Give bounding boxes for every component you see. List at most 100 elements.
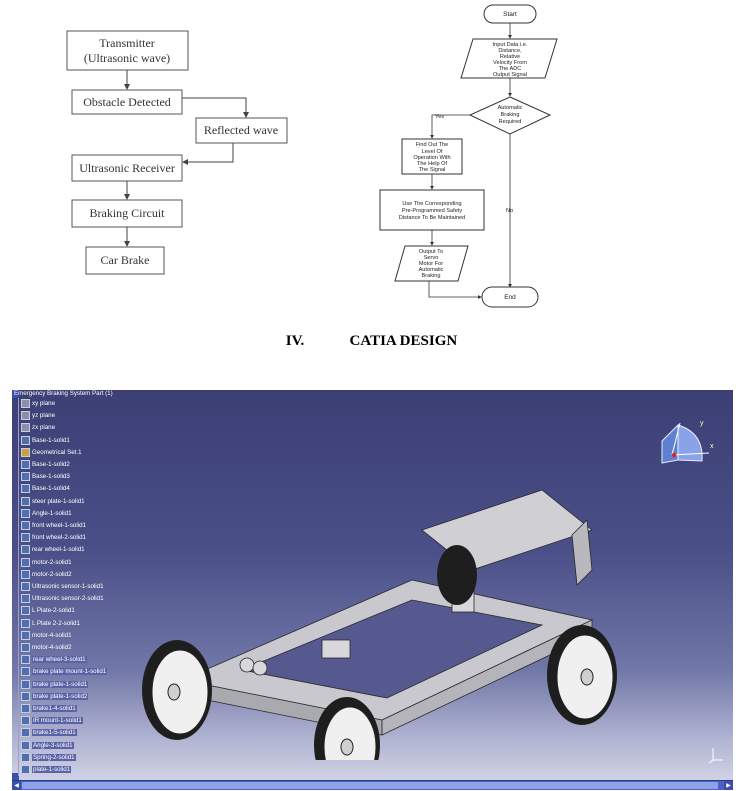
- tree-item[interactable]: steer plate-1-solid1: [21, 496, 85, 507]
- find-line-1: Find Out The: [416, 142, 449, 148]
- flowchart: Start Input Data i.e. Distance, Relative…: [379, 4, 558, 308]
- tree-item-label: brake plate-1-solid1: [32, 680, 89, 688]
- reflected-box: [195, 117, 288, 144]
- body-icon: [21, 728, 30, 738]
- tree-item[interactable]: plate-1-solid1: [21, 764, 72, 775]
- section-heading: IV. CATIA DESIGN: [0, 333, 743, 350]
- scroll-right-arrow-icon[interactable]: ▶: [724, 781, 733, 790]
- tree-item[interactable]: L Plate-2-solid1: [21, 605, 75, 616]
- tree-item[interactable]: rear wheel-1-solid1: [21, 544, 85, 555]
- scroll-left-arrow-icon[interactable]: ◀: [12, 781, 21, 790]
- transmitter-label-2: (Ultrasonic wave): [84, 51, 170, 65]
- wheel-rear-right: [547, 625, 617, 725]
- braking-label: Braking Circuit: [90, 206, 166, 220]
- plane-icon: [21, 411, 30, 421]
- scrollbar-thumb[interactable]: [22, 782, 718, 789]
- tree-item[interactable]: Base-1-solid2: [21, 459, 70, 470]
- tree-item[interactable]: motor-4-solid2: [21, 642, 72, 653]
- tree-item[interactable]: brake1-4-solid1: [21, 703, 77, 714]
- vehicle-3d-model[interactable]: [122, 460, 642, 760]
- tree-item[interactable]: rear wheel-3-solid1: [21, 654, 87, 665]
- start-label: Start: [503, 11, 517, 18]
- find-line-3: Operation With: [413, 155, 450, 161]
- tree-item[interactable]: motor-4-solid1: [21, 630, 72, 641]
- input-line-5: The ADC: [499, 66, 522, 72]
- horizontal-scrollbar[interactable]: ◀ ▶: [12, 780, 733, 790]
- section-title: CATIA DESIGN: [349, 333, 458, 349]
- end-terminal: [481, 286, 539, 308]
- tree-item-label: Ultrasonic sensor-2-solid1: [32, 595, 104, 603]
- decision-line-2: Braking: [501, 112, 520, 118]
- decision-line-1: Automatic: [498, 105, 523, 111]
- tree-item[interactable]: brake plate-1-solid1: [21, 679, 89, 690]
- tree-item[interactable]: Angle-3-solid1: [21, 740, 74, 751]
- body-icon: [21, 484, 30, 494]
- tree-item[interactable]: brake plate mount-1-solid1: [21, 666, 108, 677]
- tree-item[interactable]: IR mount-1-solid1: [21, 715, 83, 726]
- receiver-label: Ultrasonic Receiver: [79, 161, 175, 175]
- tree-item[interactable]: front wheel-1-solid1: [21, 520, 86, 531]
- tree-item[interactable]: front wheel-2-solid1: [21, 532, 86, 543]
- find-line-5: The Signal: [419, 167, 446, 173]
- tree-item[interactable]: L Plate 2-2-solid1: [21, 618, 80, 629]
- input-line-1: Input Data i.e.: [493, 42, 528, 48]
- tree-item[interactable]: motor-2-solid1: [21, 557, 72, 568]
- input-line-2: Distance,: [498, 48, 522, 54]
- tree-item[interactable]: brake plate-1-solid2: [21, 691, 89, 702]
- specification-tree: Emergency Braking System Part (1) xy pla…: [12, 390, 132, 790]
- tree-item[interactable]: Angle-1-solid1: [21, 508, 72, 519]
- tree-item-label: motor-2-solid1: [32, 558, 72, 566]
- safety-distance-box: [379, 189, 485, 231]
- tree-item[interactable]: xy plane: [21, 398, 55, 409]
- tree-item[interactable]: Base-1-solid3: [21, 471, 70, 482]
- tree-item[interactable]: Geometrical Set.1: [21, 447, 82, 458]
- compass-widget[interactable]: y x: [652, 415, 722, 475]
- body-icon: [21, 643, 30, 652]
- body-icon: [21, 533, 30, 543]
- use-line-1: Use The Corresponding: [402, 201, 461, 207]
- tree-item-label: Base-1-solid3: [32, 473, 70, 481]
- tree-item[interactable]: Base-1-solid1: [21, 435, 70, 446]
- tree-root-label[interactable]: Emergency Braking System Part (1): [14, 390, 113, 397]
- geometrical-set-icon: [21, 447, 30, 457]
- find-line-4: The Help Of: [417, 161, 448, 167]
- body-icon: [21, 569, 30, 579]
- tree-item-label: IR mount-1-solid1: [32, 717, 83, 725]
- body-icon: [21, 679, 30, 689]
- body-icon: [21, 545, 30, 555]
- tree-scroll-down[interactable]: [12, 773, 19, 781]
- tree-item-label: motor-2-solid2: [32, 570, 72, 578]
- output-servo-box: [394, 245, 469, 282]
- body-icon: [21, 496, 30, 506]
- tree-item[interactable]: motor-2-solid2: [21, 569, 72, 580]
- compass-face-icon: [677, 424, 703, 462]
- tree-item[interactable]: Spring-2-solid1: [21, 752, 76, 763]
- find-level-box: [401, 138, 463, 175]
- tree-item-label: plate-1-solid1: [32, 766, 72, 773]
- tree-item[interactable]: zx plane: [21, 422, 55, 433]
- tree-item[interactable]: yz plane: [21, 410, 55, 421]
- input-line-3: Relative: [500, 54, 520, 60]
- body-icon: [21, 630, 30, 640]
- body-icon: [21, 765, 30, 774]
- tree-item-label: brake1-4-solid1: [32, 705, 77, 712]
- use-line-3: Distance To Be Maintained: [399, 215, 465, 221]
- tree-item-label: Ultrasonic sensor-1-solid1: [32, 583, 104, 590]
- compass-x-label: x: [710, 443, 714, 450]
- tree-item[interactable]: brake1-5-solid1: [21, 727, 77, 738]
- output-line-5: Braking: [422, 273, 441, 279]
- tree-item-label: Angle-1-solid1: [32, 509, 72, 517]
- body-icon: [21, 704, 30, 713]
- catia-viewport[interactable]: Emergency Braking System Part (1) xy pla…: [12, 390, 733, 790]
- tree-connector: [18, 398, 19, 776]
- tree-item-label: yz plane: [32, 412, 56, 420]
- tree-scroll-up[interactable]: [12, 390, 19, 398]
- tree-item[interactable]: Base-1-solid4: [21, 483, 70, 494]
- tree-item-label: Spring-2-solid1: [32, 753, 76, 761]
- body-icon: [21, 618, 30, 628]
- tree-item[interactable]: Ultrasonic sensor-2-solid1: [21, 593, 104, 604]
- tree-item-label: L Plate 2-2-solid1: [32, 619, 80, 627]
- tree-item-label: brake plate mount-1-solid1: [32, 668, 108, 676]
- tree-item[interactable]: Ultrasonic sensor-1-solid1: [21, 581, 104, 592]
- body-icon: [21, 691, 30, 701]
